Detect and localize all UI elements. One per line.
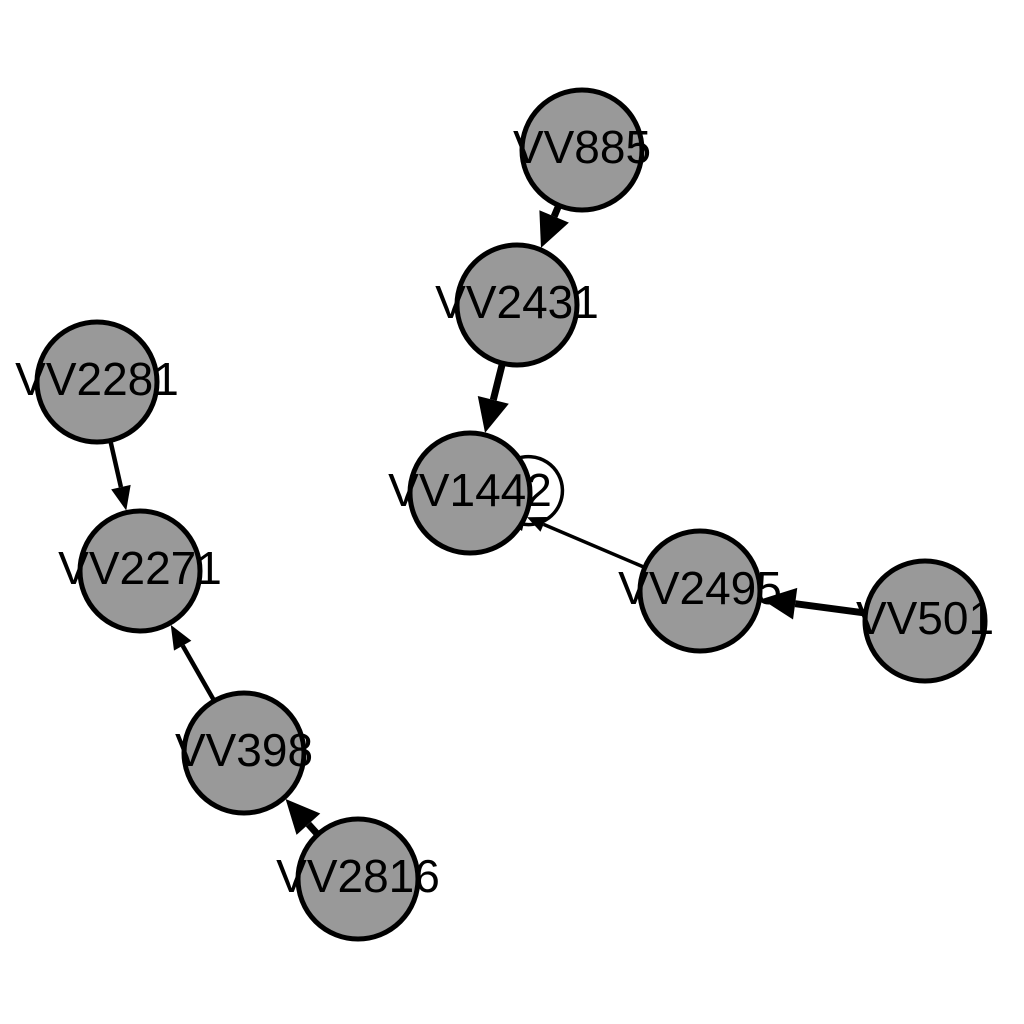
edge-VV885-to-VV2431 xyxy=(539,203,569,248)
edge-VV2431-to-VV1442 xyxy=(477,362,509,433)
node-VV2431[interactable]: VV2431 xyxy=(435,242,599,368)
node-VV2271[interactable]: VV2271 xyxy=(58,508,222,634)
node-label: VV1442 xyxy=(388,464,552,516)
edge-VV398-to-VV2271 xyxy=(170,624,217,703)
edge-VV2281-to-VV2271 xyxy=(108,440,131,511)
arrowhead xyxy=(761,587,798,620)
node-label: VV2816 xyxy=(276,850,440,902)
node-label: VV2271 xyxy=(58,542,222,594)
node-circle xyxy=(862,558,988,684)
edge-VV501-to-VV2495 xyxy=(761,587,866,620)
node-circle xyxy=(34,319,160,445)
node-circle xyxy=(77,508,203,634)
node-VV501[interactable]: VV501 xyxy=(856,558,994,684)
node-label: VV2495 xyxy=(618,562,782,614)
node-VV398[interactable]: VV398 xyxy=(175,690,313,816)
arrowhead xyxy=(477,395,509,433)
edge-line xyxy=(489,362,506,401)
node-label: VV398 xyxy=(175,724,313,776)
node-VV2281[interactable]: VV2281 xyxy=(15,319,179,445)
node-circle xyxy=(519,87,645,213)
node-VV2816[interactable]: VV2816 xyxy=(276,816,440,942)
node-circle xyxy=(407,430,533,556)
edge-line xyxy=(542,522,646,570)
edge-line xyxy=(108,440,124,488)
arrowhead xyxy=(111,484,131,511)
arrowhead xyxy=(539,210,569,248)
node-circle xyxy=(295,816,421,942)
edges-layer xyxy=(108,203,866,837)
arrowhead xyxy=(285,798,321,835)
node-circle xyxy=(454,242,580,368)
edge-line xyxy=(180,644,217,703)
arrowhead xyxy=(170,624,192,651)
node-VV1442[interactable]: VV1442 xyxy=(388,430,552,556)
node-circle xyxy=(181,690,307,816)
node-label: VV885 xyxy=(513,121,651,173)
arrowhead xyxy=(527,516,547,532)
node-VV2495[interactable]: VV2495 xyxy=(618,528,782,654)
node-label: VV2281 xyxy=(15,353,179,405)
edge-VV2495-to-VV1442 xyxy=(527,516,646,570)
edge-line xyxy=(794,600,866,617)
node-VV885[interactable]: VV885 xyxy=(513,87,651,213)
node-label: VV2431 xyxy=(435,276,599,328)
edge-VV2816-to-VV398 xyxy=(285,798,321,837)
node-label: VV501 xyxy=(856,592,994,644)
node-circle xyxy=(637,528,763,654)
